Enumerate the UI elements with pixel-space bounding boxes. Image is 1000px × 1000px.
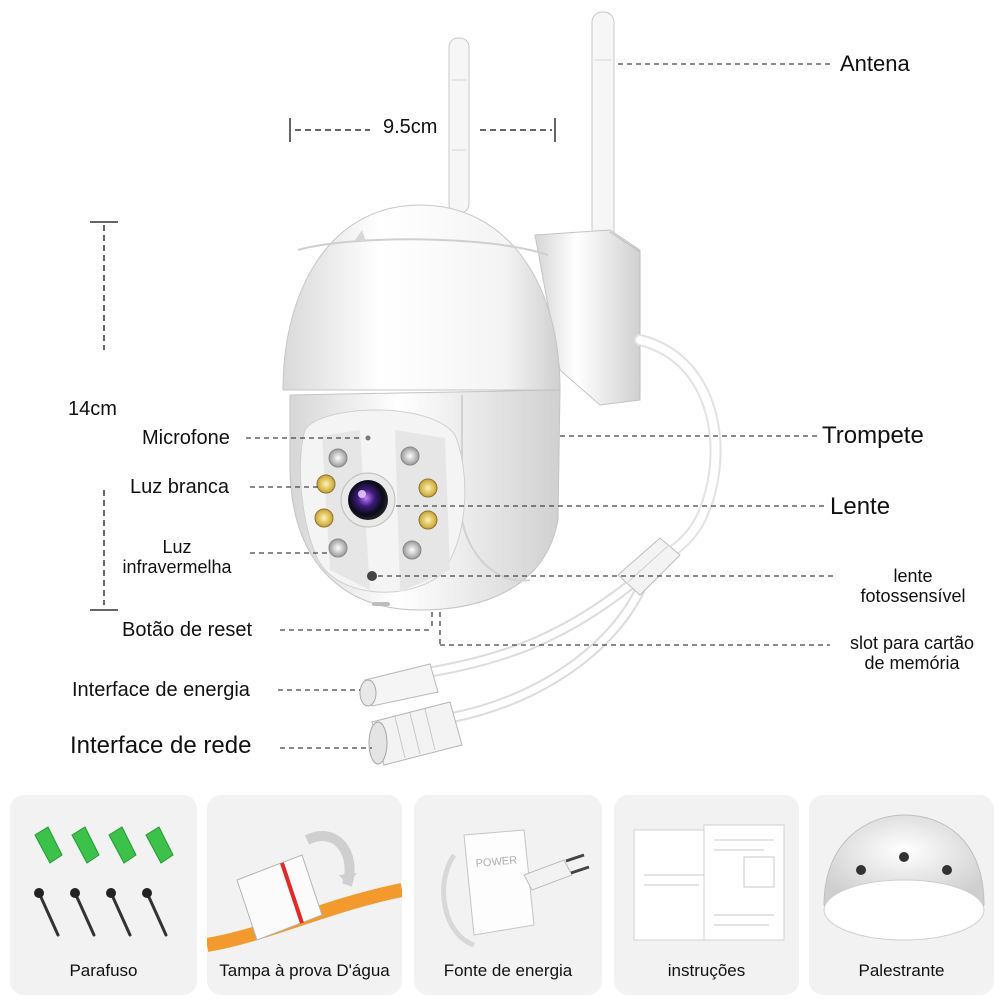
microphone-hole <box>365 435 371 441</box>
label-lente-fotossensivel: lente fotossensível <box>838 566 988 607</box>
camera-dome <box>282 204 561 391</box>
accessory-card-tampa: Tampa à prova D'água <box>207 795 402 995</box>
photosensor <box>367 571 377 581</box>
label-luz-branca: Luz branca <box>130 476 229 498</box>
label-interface-energia: Interface de energia <box>72 679 250 701</box>
label-luz-infravermelha-line1: Luz <box>162 537 192 557</box>
led-yellow-right-1 <box>418 478 438 498</box>
accessory-caption-fonte: Fonte de energia <box>443 961 573 980</box>
label-luz-infravermelha-line2: infravermelha <box>122 556 232 577</box>
speaker-icon <box>823 814 985 941</box>
power-adapter-text: POWER <box>475 854 517 870</box>
dimension-width-line <box>289 118 556 142</box>
accessory-caption-parafuso: Parafuso <box>69 961 138 980</box>
network-connector <box>368 701 463 766</box>
led-white-left-top <box>328 448 348 468</box>
label-interface-rede: Interface de rede <box>70 732 252 759</box>
label-microfone: Microfone <box>142 427 230 449</box>
width-dimension-label: 9.5cm <box>383 116 438 138</box>
mount-arm <box>534 229 641 406</box>
label-trompete: Trompete <box>822 422 924 449</box>
camera-lens <box>340 472 396 528</box>
led-yellow-left-1 <box>316 474 336 494</box>
manual-icon <box>633 824 785 941</box>
accessory-caption-instrucoes: instruções <box>667 961 746 980</box>
label-antena: Antena <box>840 51 910 76</box>
antenna-left <box>448 37 470 214</box>
camera-diagram <box>90 11 836 766</box>
label-fotossensivel-line2: fotossensível <box>860 585 966 606</box>
accessory-caption-palestrante: Palestrante <box>858 961 945 980</box>
height-dimension-label: 14cm <box>68 398 117 420</box>
waterproof-cap-icon <box>207 831 402 952</box>
accessory-card-fonte: POWER Fonte de energia <box>414 795 602 995</box>
label-fotossensivel-line1: lente <box>893 566 933 586</box>
label-botao-reset: Botão de reset <box>122 619 253 641</box>
label-slot-line1: slot para cartão <box>849 633 975 653</box>
led-yellow-right-2 <box>418 510 438 530</box>
power-connector <box>359 663 439 707</box>
accessory-card-palestrante: Palestrante <box>809 795 994 995</box>
label-luz-infravermelha: Luz infravermelha <box>112 537 242 578</box>
accessory-caption-tampa: Tampa à prova D'água <box>219 961 390 980</box>
accessory-card-parafuso: Parafuso <box>10 795 197 995</box>
label-lente: Lente <box>830 493 891 520</box>
reset-slot <box>372 602 390 606</box>
led-yellow-left-2 <box>314 508 334 528</box>
led-white-left-bottom <box>328 538 348 558</box>
power-adapter-icon: POWER <box>441 829 590 948</box>
led-white-right-bottom <box>402 540 422 560</box>
leader-lines <box>246 63 836 749</box>
screws-and-anchors-icon <box>34 826 174 937</box>
led-white-right-top <box>400 446 420 466</box>
dimension-height-line <box>90 221 118 611</box>
label-slot-line2: de memória <box>864 652 960 673</box>
accessory-card-instrucoes: instruções <box>614 795 799 995</box>
label-slot-cartao: slot para cartão de memória <box>832 633 992 674</box>
